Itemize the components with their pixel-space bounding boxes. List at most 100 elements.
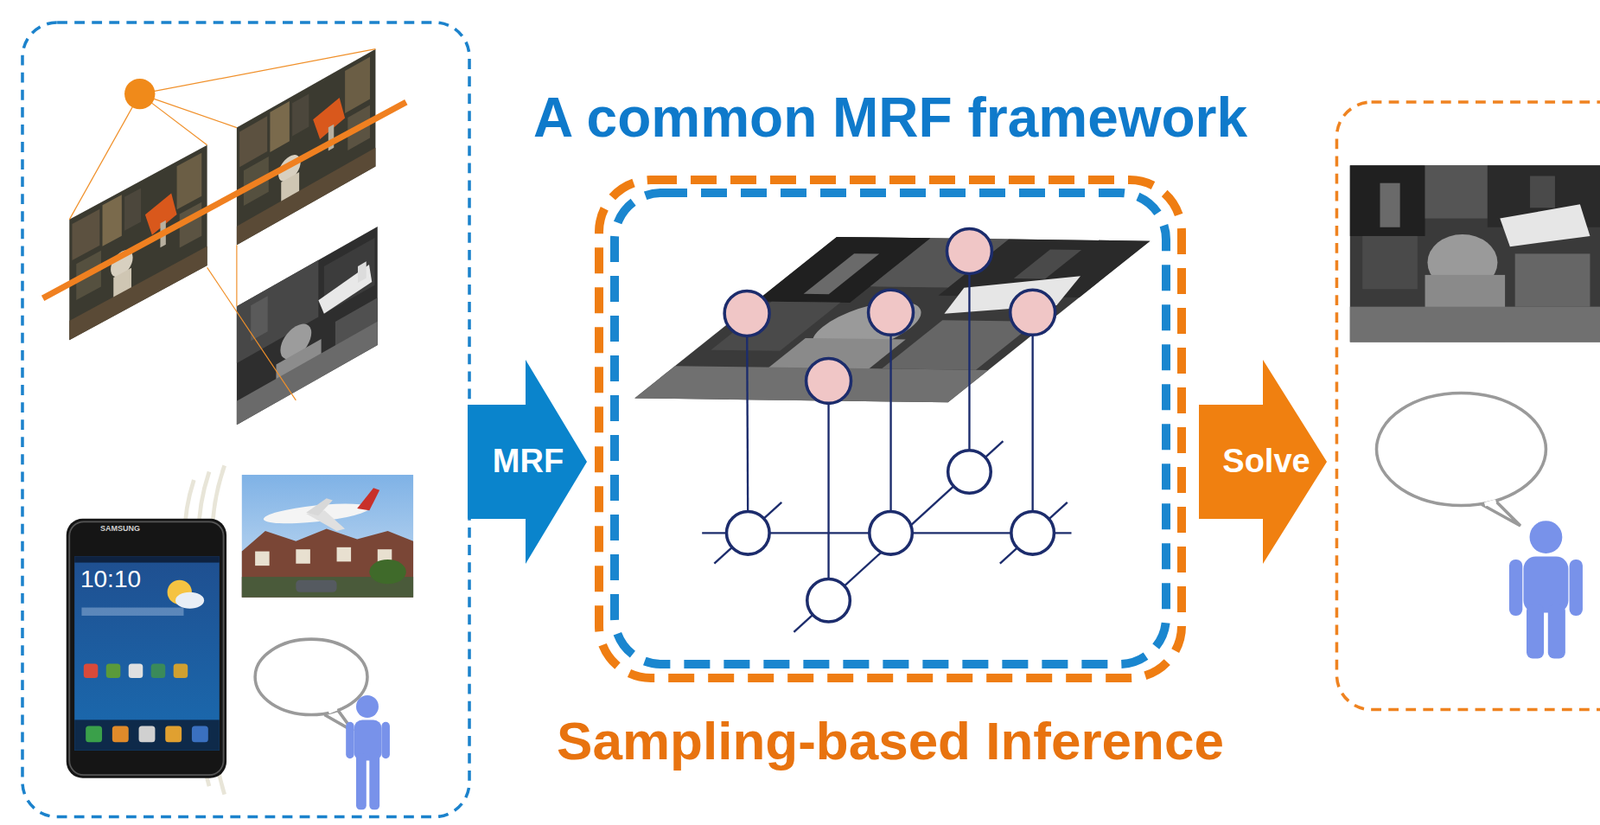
input-panel [22,22,470,817]
mrf-graph-part-part [1011,511,1055,555]
stereo-geometry [43,49,407,425]
mrf-graph-part-part [889,312,892,533]
mrf-graph-part [724,228,1055,403]
stereo-geometry-part [235,244,237,306]
person-icon [345,694,390,810]
person-icon [1509,520,1583,658]
airplane-photo-part [305,497,333,516]
stereo-geometry-part [69,145,207,341]
output-panel-part [1350,165,1600,342]
frame-heading: Sampling-based Inference [556,709,1224,772]
phone-brand: SAMSUNG [100,524,141,534]
arrow-label: Solve [1222,442,1310,481]
speech-bubble-part [254,638,368,714]
arrow-label: MRF [492,442,564,481]
mrf-graph-part [701,250,1071,632]
output-panel [1336,101,1600,710]
stereo-geometry-part [236,226,378,425]
person-icon-part [382,721,390,759]
phone-clock: 10:10 [80,566,141,593]
person-icon-part [1529,520,1563,554]
mrf-graph-part-part [793,440,1003,632]
airplane-photo-part [242,529,414,598]
speech-bubble-part [1485,501,1497,505]
person-icon-part [356,752,367,810]
stereo-geometry-part [207,267,297,400]
stereo-geometry-part [236,49,377,246]
input-panel-part [22,22,470,817]
speech-bubble-part [328,707,337,712]
airplane-photo-part [337,547,352,562]
mrf-graph-part-part [968,250,970,472]
phone-icon-part [165,725,182,742]
mrf-graph-part-part [948,450,992,494]
airplane-photo-part [242,474,414,598]
mrf-graph-part-part [713,502,782,564]
airplane-photo-part [295,580,337,593]
phone-icon-part [85,725,102,742]
phone-icon-part [112,725,129,742]
phone-icon-part [139,725,156,742]
phone-icon-part [74,555,220,750]
mrf-graph-part-part [807,578,851,622]
dashed-border [599,179,1182,678]
person-icon-part [369,752,380,810]
person-icon-part [1509,559,1523,616]
phone-icon-part [81,607,184,616]
phone-icon-part [83,662,99,678]
airplane-photo [242,474,414,598]
mrf-graph-part [634,236,1150,402]
arrow-fill [1198,359,1327,564]
phone-icon [66,518,227,778]
speech-bubble [1376,393,1546,526]
output-panel-part [1336,101,1600,710]
frame-outline [610,188,1171,669]
person-icon-part [356,694,379,718]
airplane-photo-part [356,487,380,510]
phone-icon-part [74,719,220,750]
phone-icon-part [66,518,227,778]
block-arrow: Solve [1198,359,1327,564]
speech-bubble [254,638,368,731]
mrf-graph-part-part [746,312,748,533]
person-icon-part [1548,604,1566,659]
mrf-graph-part-part [726,511,771,555]
mrf-graph-part-part [827,380,829,600]
person-icon-part [1523,555,1569,612]
person-icon-part [345,721,354,759]
airplane-photo-part [254,551,270,567]
frame-heading: A common MRF framework [533,86,1248,151]
block-arrow: MRF [467,359,587,564]
mrf-graph-part-part [1031,312,1033,533]
mrf-graph-part-part [946,228,992,274]
speech-bubble-part [1376,393,1546,506]
stereo-geometry-part [43,101,407,299]
frame-outline [594,175,1186,683]
person-icon-part [1526,604,1544,659]
mrf-graph-part-part [724,290,770,336]
mrf-graph-part-part [1010,289,1056,335]
stereo-geometry-part [140,94,237,128]
phone-icon-part [128,662,144,678]
mrf-graph-part-part [1000,502,1068,564]
phone-icon-part [175,592,204,609]
phone-icon-part [69,521,224,775]
mrf-graph-part [726,450,1055,622]
stereo-geometry-part [69,94,140,220]
speech-bubble-part [1481,500,1521,527]
person-icon-part [1569,559,1583,616]
stereo-geometry-part [140,49,377,95]
airplane-photo-part [369,559,406,584]
phone-icon-part [173,662,189,678]
phone-icon-part [74,555,220,562]
mrf-graph-part-part [869,511,913,555]
phone-icon-part [106,662,122,678]
phone-icon-part [151,662,166,678]
mrf-graph-part-part [868,289,914,335]
arrow-fill [467,359,587,564]
stereo-geometry-part [124,78,155,109]
dashed-border [614,192,1167,664]
mrf-graph-part-part [806,357,852,403]
dashed-frame: A common MRF framework [610,188,1171,669]
